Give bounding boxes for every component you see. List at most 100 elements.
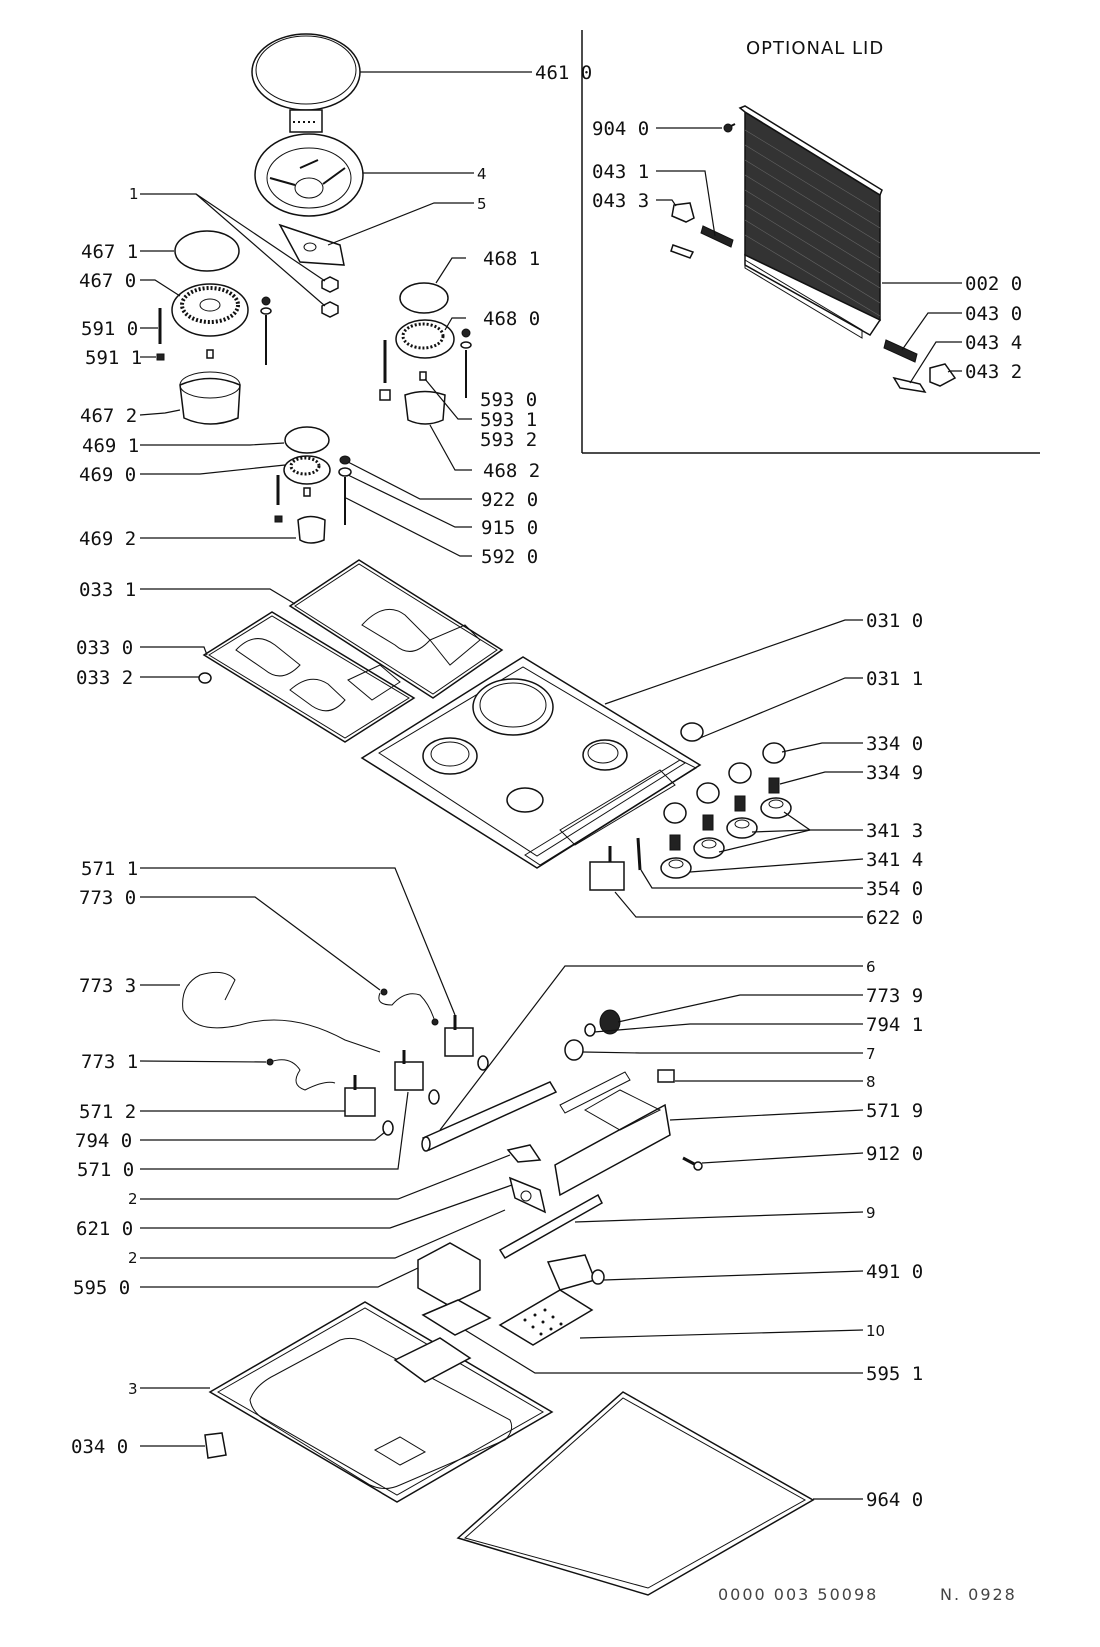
label-0434: 043 4 xyxy=(965,332,1022,354)
leader-3413b xyxy=(751,829,811,833)
label-4681: 468 1 xyxy=(483,248,540,270)
leader-0311 xyxy=(699,677,863,739)
label-3540: 354 0 xyxy=(866,878,923,900)
label-5710: 571 0 xyxy=(77,1159,134,1181)
label-0020: 002 0 xyxy=(965,273,1022,295)
gas-pipe-7731-part xyxy=(266,1058,336,1091)
leader-0432 xyxy=(947,370,962,373)
clip-2a-part xyxy=(506,1144,542,1163)
label-6220: 622 0 xyxy=(866,907,923,929)
leader-7731 xyxy=(139,1060,267,1063)
leader-5711 xyxy=(140,867,456,1016)
leader-7739 xyxy=(617,994,863,1023)
label-3414: 341 4 xyxy=(866,849,923,871)
burner-cap-4681-part xyxy=(399,282,449,314)
document-code: 0000 003 50098 xyxy=(718,1585,878,1604)
label-7739: 773 9 xyxy=(866,985,923,1007)
label-4692: 469 2 xyxy=(79,528,136,550)
label-9640: 964 0 xyxy=(866,1489,923,1511)
inlet-nut-7-part xyxy=(564,1039,584,1061)
leader-0434 xyxy=(909,341,962,384)
leader-3340 xyxy=(781,742,863,753)
leader-7 xyxy=(582,1051,863,1054)
hob-top-part xyxy=(360,656,702,869)
label-0331: 033 1 xyxy=(79,579,136,601)
leader-0331 xyxy=(140,588,296,605)
label-5931: 593 1 xyxy=(480,409,537,431)
hotplate-part xyxy=(251,33,361,133)
label-2b: 2 xyxy=(128,1249,138,1267)
injector-5931-part xyxy=(419,371,427,381)
rubber-foot-part xyxy=(198,672,212,684)
label-7733: 773 3 xyxy=(79,975,136,997)
hotplate-ring-part xyxy=(254,133,364,217)
leader-7941 xyxy=(593,1023,863,1033)
nut-part xyxy=(321,276,339,318)
label-0310: 031 0 xyxy=(866,610,923,632)
injector-part xyxy=(206,349,214,359)
leader-9120 xyxy=(701,1152,864,1164)
leader-6220 xyxy=(614,891,863,918)
optional-lid-panel: OPTIONAL LID xyxy=(581,30,1040,454)
lid-hinge-pin-left-part xyxy=(700,225,734,248)
lid-hinge-bracket-left-part xyxy=(670,202,695,259)
switch-6220-part xyxy=(589,846,625,891)
leader-0433 xyxy=(656,199,677,207)
label-0340: 034 0 xyxy=(71,1436,128,1458)
label-7730: 773 0 xyxy=(79,887,136,909)
lid-hinge-bracket-right-part xyxy=(929,363,957,387)
electrode-part xyxy=(260,296,272,365)
seal-9640-part xyxy=(456,1391,815,1596)
label-8: 8 xyxy=(866,1073,876,1091)
gas-pipe-7730-part xyxy=(378,988,439,1026)
label-0430: 043 0 xyxy=(965,303,1022,325)
label-5932: 593 2 xyxy=(480,429,537,451)
label-7941: 794 1 xyxy=(866,1014,923,1036)
leader-3349 xyxy=(779,771,863,785)
igniter-button-3540-part xyxy=(636,837,642,871)
label-4690: 469 0 xyxy=(79,464,136,486)
leader-6 xyxy=(439,965,863,1131)
clip-0340-part xyxy=(204,1432,227,1459)
label-9120: 912 0 xyxy=(866,1143,923,1165)
gas-ramp-tube-6-part xyxy=(421,1081,558,1152)
label-1: 1 xyxy=(129,185,139,203)
label-6: 6 xyxy=(866,958,876,976)
burner-head-4680-part xyxy=(395,319,455,359)
gas-pipe-7733-part xyxy=(182,971,381,1053)
label-9220: 922 0 xyxy=(481,489,538,511)
label-5951: 595 1 xyxy=(866,1363,923,1385)
leader-5931 xyxy=(424,378,472,420)
leader-5951 xyxy=(464,1329,863,1374)
cover-10-part xyxy=(498,1289,594,1346)
label-0330: 033 0 xyxy=(76,637,133,659)
label-7940: 794 0 xyxy=(75,1130,132,1152)
leader-9220 xyxy=(347,461,472,500)
leader-5920 xyxy=(345,497,472,557)
leader-3540 xyxy=(640,869,863,889)
leader-2a xyxy=(140,1154,511,1200)
leader-4680 xyxy=(444,317,466,331)
label-5930: 593 0 xyxy=(480,389,537,411)
thermocouple-right-part xyxy=(379,340,391,401)
leader-3413c xyxy=(718,829,811,853)
label-3: 3 xyxy=(128,1380,138,1398)
label-5950: 595 0 xyxy=(73,1277,130,1299)
leader-5710 xyxy=(140,1091,409,1170)
label-3413: 341 3 xyxy=(866,820,923,842)
label-5920: 592 0 xyxy=(481,546,538,568)
leader-2b xyxy=(140,1209,506,1259)
rail-9-part xyxy=(498,1193,603,1260)
electrode-right-part xyxy=(460,328,472,398)
label-0332: 033 2 xyxy=(76,667,133,689)
pan-support-0331-part xyxy=(288,559,504,699)
leader-9 xyxy=(574,1211,864,1223)
lid-hinge-pin-right-part xyxy=(883,339,918,363)
label-5911: 591 1 xyxy=(85,347,142,369)
mounting-plate-part xyxy=(278,223,345,266)
lid-panel-title: OPTIONAL LID xyxy=(746,38,884,59)
gas-valve-5710-part xyxy=(394,1050,424,1091)
gas-valve-5711-part xyxy=(444,1015,474,1057)
spark-generator-4910-part xyxy=(546,1254,605,1291)
